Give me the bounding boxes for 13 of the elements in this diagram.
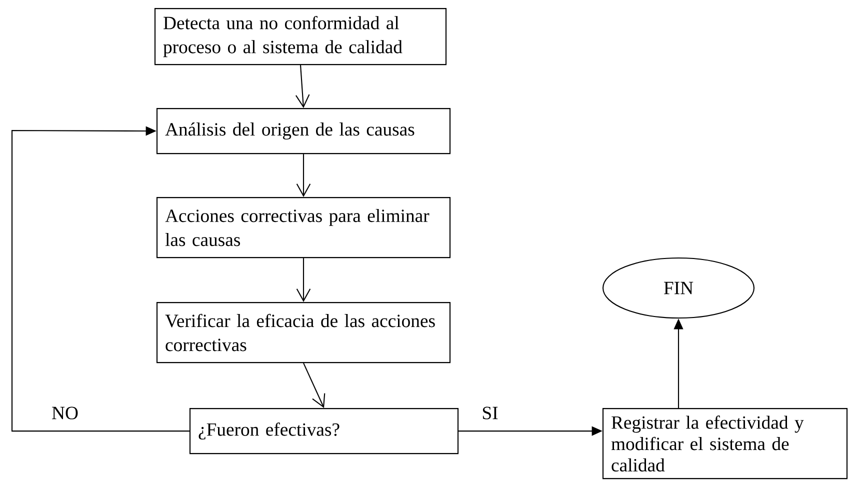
arrow xyxy=(296,258,311,302)
arrow xyxy=(303,362,326,408)
edge-label: SI xyxy=(480,405,500,421)
process-box: Registrar la efectividad y modificar el sistema de calidad xyxy=(602,408,848,480)
arrow xyxy=(296,65,310,108)
process-box: Verificar la eficacia de las acciones correctivas xyxy=(156,302,451,364)
decision-box: ¿Fueron efectivas? xyxy=(189,408,459,454)
process-box: Acciones correctivas para eliminar las causas xyxy=(156,197,451,258)
process-box: Análisis del origen de las causas xyxy=(156,108,451,154)
edge-label: NO xyxy=(50,405,80,421)
process-box: Detecta una no conformidad al proceso o al sistema de calidad xyxy=(154,8,447,66)
arrow xyxy=(296,154,311,197)
arrow xyxy=(11,126,190,432)
